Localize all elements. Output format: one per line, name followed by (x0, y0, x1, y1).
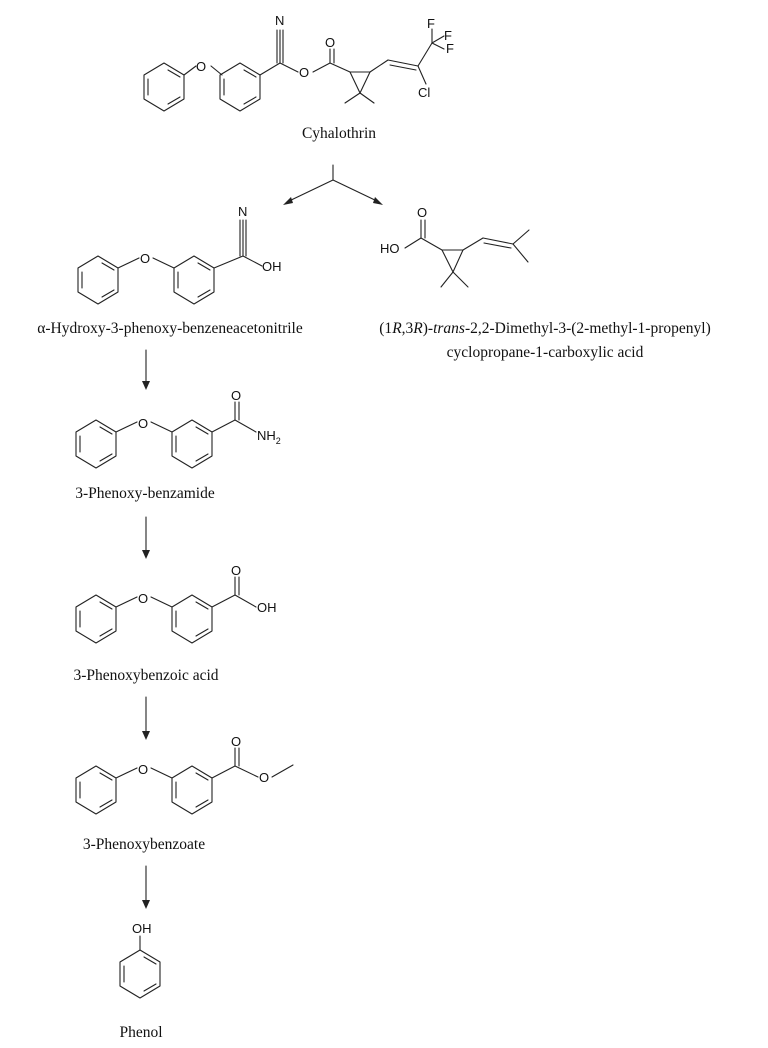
hydroxy-nitrile-n-label: N (238, 204, 247, 219)
cyclopropane-acid-name-line2: cyclopropane-1-carboxylic acid (447, 344, 644, 361)
hydroxy-nitrile-ether-oxygen-label: O (140, 251, 150, 266)
benzoate-ester-oxygen-label: O (259, 770, 269, 785)
benzoate-ether-oxygen-label: O (138, 762, 148, 777)
cyclopropane-acid-ho-label: HO (380, 241, 400, 256)
cyclopropane-acid-structure (404, 219, 530, 288)
cyclopropane-acid-name-line1: (1R,3R)-trans-2,2-Dimethyl-3-(2-methyl-1… (379, 320, 710, 337)
split-arrow (283, 164, 383, 205)
arrow-to-benzoic-acid (142, 516, 150, 559)
phenol-oh-label: OH (132, 921, 152, 936)
phenol-name: Phenol (119, 1024, 162, 1041)
cyclopropane-acid-carbonyl-oxygen-label: O (417, 205, 427, 220)
arrow-to-phenol (142, 865, 150, 909)
benzoic-acid-carbonyl-oxygen-label: O (231, 563, 241, 578)
benzamide-ether-oxygen-label: O (138, 416, 148, 431)
benzamide-carbonyl-oxygen-label: O (231, 388, 241, 403)
benzoic-acid-ether-oxygen-label: O (138, 591, 148, 606)
hydroxy-nitrile-structure (77, 219, 263, 305)
hydroxy-nitrile-oh-label: OH (262, 259, 282, 274)
cyhalothrin-fluorine-label-2: F (446, 41, 454, 56)
cyhalothrin-nitrile-n-label: N (275, 13, 284, 28)
benzoate-carbonyl-oxygen-label: O (231, 734, 241, 749)
cyhalothrin-carbonyl-oxygen-label: O (325, 35, 335, 50)
cyhalothrin-ether-oxygen-label: O (196, 59, 206, 74)
cyhalothrin-structure (143, 28, 445, 112)
hydroxy-nitrile-name: α-Hydroxy-3-phenoxy-benzeneacetonitrile (37, 320, 303, 337)
cyhalothrin-fluorine-label-1: F (427, 16, 435, 31)
cyhalothrin-fluorine-label-3: F (444, 28, 452, 43)
arrow-to-benzoate (142, 696, 150, 740)
benzamide-structure (75, 401, 257, 469)
phenol-structure (119, 935, 161, 999)
benzamide-name: 3-Phenoxy-benzamide (75, 485, 215, 502)
benzoic-acid-structure (75, 576, 257, 644)
benzamide-amine-label: NH2 (257, 428, 281, 446)
benzoate-structure (75, 747, 294, 815)
arrow-to-benzamide (142, 349, 150, 390)
cyhalothrin-name: Cyhalothrin (302, 125, 376, 142)
benzoic-acid-name: 3-Phenoxybenzoic acid (73, 667, 218, 684)
cyhalothrin-chlorine-label: Cl (418, 85, 430, 100)
benzoate-name: 3-Phenoxybenzoate (83, 836, 205, 853)
cyhalothrin-ester-oxygen-label: O (299, 65, 309, 80)
benzoic-acid-oh-label: OH (257, 600, 277, 615)
